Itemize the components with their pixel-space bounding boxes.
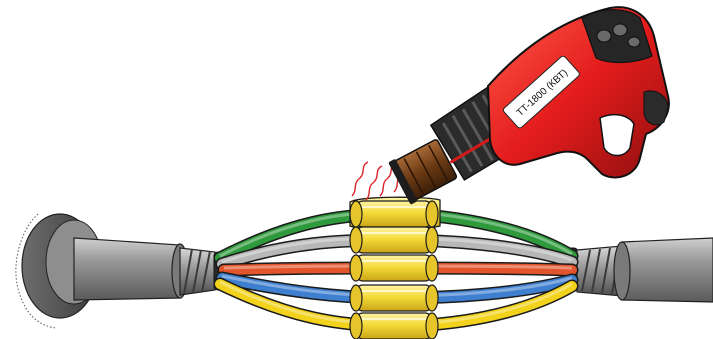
sleeve-right-end (425, 226, 439, 254)
heat-gun-handle-opening (599, 113, 635, 157)
heat-shrink-sleeves (349, 196, 441, 339)
sleeve-body (355, 226, 433, 254)
sleeve-3 (349, 254, 439, 282)
sleeve-body (355, 254, 433, 282)
sleeve-right-end (425, 200, 439, 228)
left-cable (15, 213, 227, 329)
right-cable (565, 237, 713, 303)
sleeve-right-end (425, 284, 439, 312)
heat-wave-2 (365, 165, 383, 201)
heat-gun-control-panel (581, 9, 653, 64)
heat-gun-rear-accent (643, 90, 669, 126)
heat-wave-1 (351, 161, 369, 197)
sleeve-right-end (425, 254, 439, 282)
heat-gun-buttons (596, 23, 641, 48)
sleeve-body (355, 284, 433, 312)
heat-gun-nozzle (388, 139, 458, 205)
sleeve-left-end (349, 312, 363, 339)
sleeve-5 (349, 312, 439, 339)
sleeve-right-end (425, 312, 439, 339)
sleeve-left-end (349, 200, 363, 228)
left-sheath (73, 237, 181, 301)
left-cable-outline (15, 213, 57, 329)
sleeve-1 (349, 200, 439, 228)
sleeve-body (355, 312, 433, 339)
right-sheath-rim (613, 241, 631, 301)
right-sheath (621, 237, 713, 303)
sleeve-left-end (349, 254, 363, 282)
heat-gun: TT-1800 (КВТ) (388, 6, 670, 205)
left-armor-stripes (183, 248, 211, 295)
sleeve-left-end (349, 226, 363, 254)
sleeve-2 (349, 226, 439, 254)
sleeve-4 (349, 284, 439, 312)
sleeve-body (355, 200, 433, 228)
sleeve-left-end (349, 284, 363, 312)
